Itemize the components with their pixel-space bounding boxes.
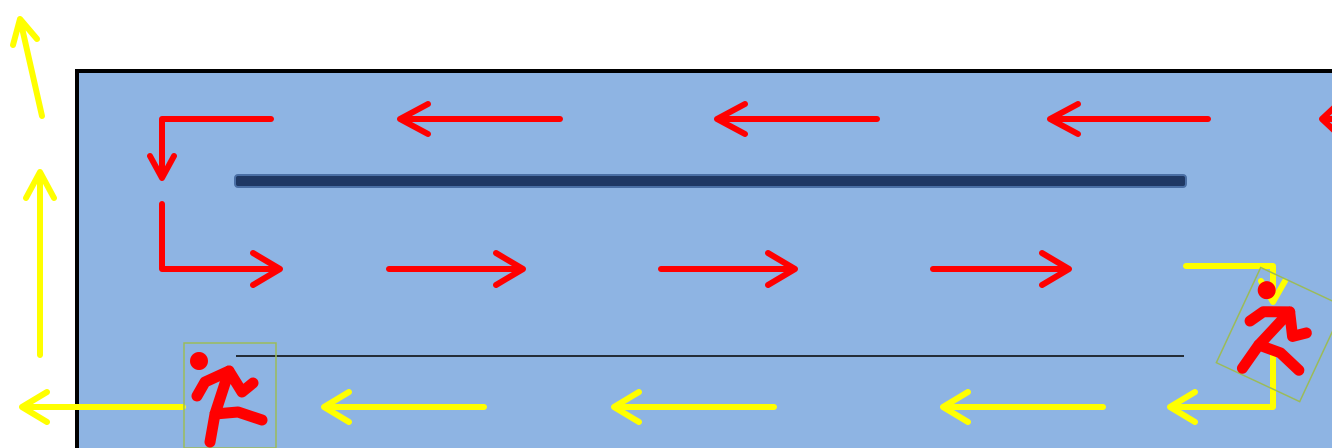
running-person-icon [1215, 266, 1332, 403]
escape-arrow-left [940, 389, 1106, 425]
upper-divider-wall [234, 174, 1187, 188]
flow-arrow-left [1047, 101, 1211, 137]
top-row-flow-arrows [147, 101, 1332, 181]
escape-arrow-left [611, 389, 777, 425]
escape-arrow-up [23, 169, 57, 358]
flow-arrow-corner-right [159, 201, 283, 288]
flow-arrow-right [930, 250, 1072, 288]
escape-arrow-left [321, 389, 487, 425]
escape-arrow-exit-left [19, 389, 186, 425]
flow-arrow-right [386, 250, 526, 288]
escape-route-arrows [10, 16, 1288, 425]
flow-arrow-left-partial [1319, 105, 1332, 133]
flow-arrow-corner-down [147, 116, 274, 181]
escape-arrow-corner-left [1167, 349, 1276, 425]
running-person-icon [183, 342, 277, 448]
middle-row-flow-arrows [159, 201, 1072, 288]
escape-arrow-up-diagonal [10, 16, 45, 119]
flow-arrow-right [658, 250, 798, 288]
flow-arrow-left [714, 101, 880, 137]
room-area [75, 69, 1332, 448]
flow-arrow-left [397, 101, 563, 137]
